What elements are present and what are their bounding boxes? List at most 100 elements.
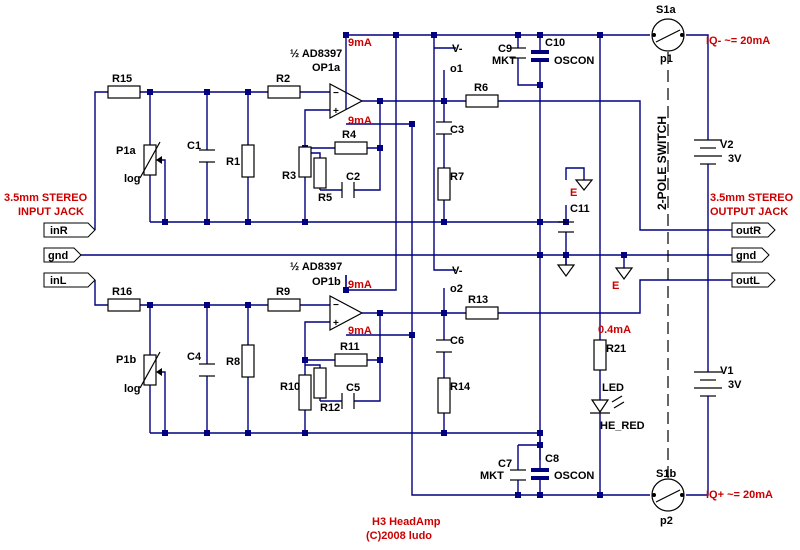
label-v2: V2: [720, 139, 733, 151]
port-inr-label: inR: [50, 225, 68, 237]
label-v2-value: 3V: [728, 153, 742, 165]
net-vneg-1: V-: [452, 43, 463, 55]
label-r7: R7: [450, 171, 464, 183]
port-inl-label: inL: [50, 275, 67, 287]
svg-text:+: +: [333, 318, 339, 329]
note-output-jack-line1: 3.5mm STEREO: [710, 192, 794, 204]
label-s1b: S1b: [656, 468, 676, 480]
notes: 3.5mm STEREO INPUT JACK 3.5mm STEREO OUT…: [4, 35, 794, 542]
label-c7-type: MKT: [480, 470, 504, 482]
port-inl: inL: [43, 272, 96, 288]
label-p2: p2: [660, 515, 673, 527]
label-v1: V1: [720, 365, 733, 377]
port-outr: outR: [731, 222, 776, 238]
resistor-r3: [298, 146, 312, 178]
note-9ma-2: 9mA: [348, 115, 372, 127]
note-earth-2: E: [612, 280, 619, 292]
note-iq-pos: IQ+ ~= 20mA: [706, 489, 773, 501]
label-c4: C4: [187, 351, 202, 363]
led: [590, 395, 625, 425]
net-labels: V- V- o1 o2: [450, 43, 463, 295]
net-vneg-2: V-: [452, 265, 463, 277]
opamp-op1b: − +: [329, 295, 364, 331]
note-title: H3 HeadAmp: [372, 516, 441, 528]
note-copyright: (C)2008 ludo: [366, 530, 432, 542]
label-c7: C7: [498, 458, 512, 470]
opamp-op1a: − +: [329, 83, 364, 119]
net-o1: o1: [450, 63, 463, 75]
resistor-r14: [437, 377, 451, 414]
port-outl-label: outL: [736, 275, 760, 287]
note-earth-1: E: [570, 187, 577, 199]
port-gnd-left-label: gnd: [48, 250, 68, 262]
port-gnd-right: gnd: [731, 247, 770, 263]
resistor-r11: [334, 353, 368, 367]
label-r6: R6: [474, 82, 488, 94]
label-r16: R16: [112, 286, 132, 298]
label-op1a-name: OP1a: [312, 62, 341, 74]
resistor-r8: [241, 344, 255, 378]
label-c3: C3: [450, 124, 464, 136]
switch-s1b: [651, 478, 685, 512]
label-c10: C10: [545, 37, 565, 49]
resistor-r6: [465, 94, 499, 108]
ground-symbol-1: [556, 264, 576, 278]
note-switch: 2-POLE SWITCH: [655, 116, 669, 210]
label-c6: C6: [450, 335, 464, 347]
label-c1: C1: [187, 140, 201, 152]
label-r21: R21: [606, 343, 626, 355]
capacitor-c7: [510, 458, 526, 488]
opamp-labels: ½ AD8397 OP1a ½ AD8397 OP1b: [290, 48, 342, 288]
junctions: [147, 32, 627, 498]
note-9ma-3: 9mA: [348, 279, 372, 291]
capacitor-c9: [510, 47, 526, 78]
label-c10-type: OSCON: [554, 55, 594, 67]
svg-text:+: +: [333, 106, 339, 117]
port-outr-label: outR: [736, 225, 761, 237]
battery-v1: [694, 360, 722, 410]
label-r3: R3: [282, 170, 296, 182]
svg-text:−: −: [333, 300, 339, 311]
capacitor-c10: [531, 48, 549, 72]
port-gnd-right-label: gnd: [736, 250, 756, 262]
resistor-r16: [107, 298, 141, 312]
label-log-2: log: [124, 383, 141, 395]
capacitor-c11: [558, 221, 574, 233]
net-o2: o2: [450, 283, 463, 295]
capacitor-c8: [531, 460, 549, 485]
svg-text:−: −: [333, 88, 339, 99]
capacitor-c2: [341, 182, 355, 198]
label-c8-type: OSCON: [554, 470, 594, 482]
label-led: LED: [602, 382, 624, 394]
resistor-r10: [298, 374, 312, 411]
note-9ma-1: 9mA: [348, 37, 372, 49]
resistor-r13: [465, 306, 499, 320]
label-v1-value: 3V: [728, 379, 742, 391]
resistor-r7: [437, 167, 451, 201]
capacitor-c4: [199, 363, 215, 377]
label-led-type: HE_RED: [600, 420, 645, 432]
label-log-1: log: [124, 173, 141, 185]
note-9ma-4: 9mA: [348, 325, 372, 337]
label-r14: R14: [450, 381, 471, 393]
label-r9: R9: [276, 286, 290, 298]
label-r4: R4: [342, 129, 357, 141]
label-r8: R8: [226, 356, 240, 368]
potentiometer-p1b: [139, 351, 162, 389]
label-r12: R12: [320, 402, 340, 414]
component-labels: R15 R2 R6 R4 R1 R3 R5 R7 C1 C2 C3 P1a lo…: [112, 4, 742, 527]
label-c9-type: MKT: [492, 55, 516, 67]
label-r13: R13: [468, 294, 488, 306]
label-op1b-name: OP1b: [312, 276, 341, 288]
label-op1b-part: ½ AD8397: [290, 261, 342, 273]
label-s1a: S1a: [656, 4, 676, 16]
resistor-r5: [313, 157, 327, 189]
resistor-r1: [241, 144, 255, 178]
label-c2: C2: [346, 171, 360, 183]
resistor-r12: [313, 367, 327, 399]
resistor-r4: [334, 141, 368, 155]
resistor-r2: [267, 85, 301, 99]
resistor-r21: [593, 339, 607, 371]
